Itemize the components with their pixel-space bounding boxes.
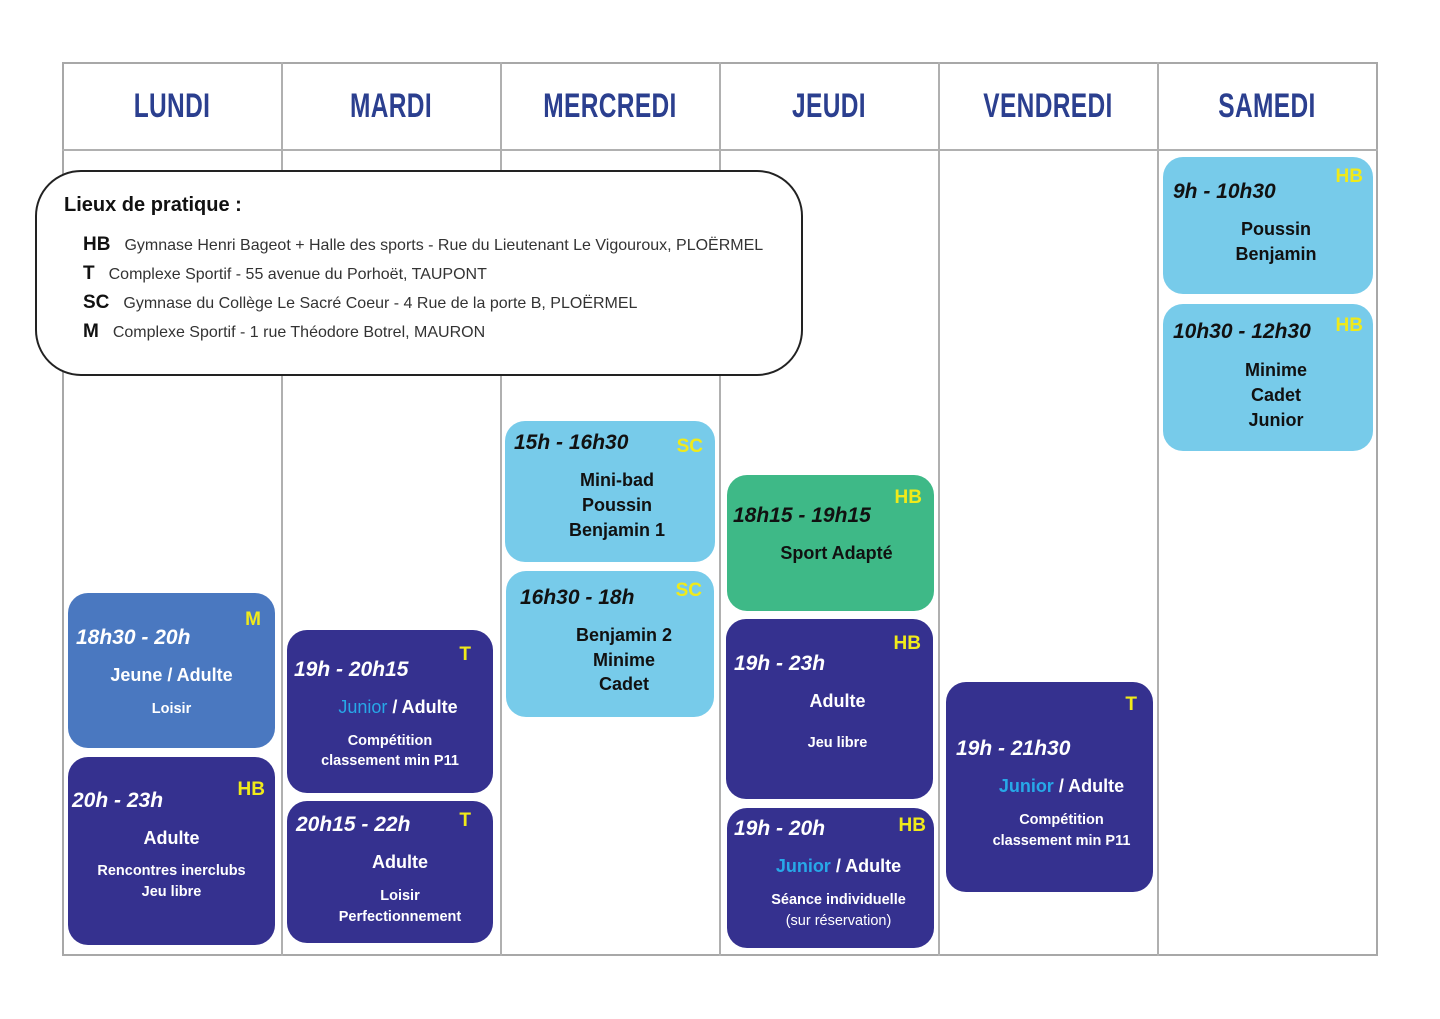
- legend-title: Lieux de pratique :: [64, 194, 242, 216]
- venue-code: T: [83, 263, 95, 284]
- session-group: Adulte: [809, 691, 866, 711]
- column-divider: [938, 62, 940, 956]
- venue-badge: HB: [1335, 166, 1363, 187]
- session-group: Poussin: [1240, 219, 1311, 239]
- column-divider: [719, 62, 721, 956]
- session-group: Jeune / Adulte: [110, 665, 233, 685]
- day-header-mercredi: MERCREDI: [543, 87, 677, 125]
- group-highlight: Junior: [998, 776, 1054, 796]
- day-header-samedi: SAMEDI: [1218, 87, 1316, 125]
- session-detail: Compétition: [347, 733, 433, 749]
- session-time: 16h30 - 18h: [520, 586, 635, 609]
- session-card[interactable]: HB 9h - 10h30 Poussin Benjamin: [1163, 157, 1373, 294]
- session-group: Poussin: [581, 495, 652, 515]
- venue-code: M: [83, 321, 99, 342]
- session-card[interactable]: T 19h - 21h30 Junior / Adulte Compétitio…: [946, 682, 1153, 892]
- group-rest: / Adulte: [1053, 776, 1125, 796]
- venue-badge: M: [245, 609, 261, 630]
- session-time: 19h - 20h15: [294, 658, 409, 681]
- session-time: 18h15 - 19h15: [733, 504, 871, 527]
- venue-badge: HB: [1335, 315, 1363, 336]
- venue-badge: T: [459, 644, 471, 665]
- session-detail: Jeu libre: [141, 884, 202, 900]
- session-detail: classement min P11: [992, 833, 1131, 849]
- session-card[interactable]: HB 10h30 - 12h30 Minime Cadet Junior: [1163, 304, 1373, 451]
- session-time: 15h - 16h30: [514, 431, 629, 454]
- venue-code: HB: [83, 234, 111, 255]
- venue-badge: SC: [676, 436, 703, 457]
- day-header-mardi: MARDI: [349, 87, 433, 125]
- venue-badge: T: [1125, 694, 1137, 715]
- column-divider: [500, 62, 502, 956]
- column-divider: [281, 62, 283, 956]
- legend-venue-t: T Complexe Sportif - 55 avenue du Porhoët…: [83, 263, 487, 285]
- session-time: 10h30 - 12h30: [1173, 320, 1311, 343]
- venue-badge: T: [459, 810, 471, 831]
- session-group: Adulte: [372, 852, 428, 872]
- session-group: Junior: [1248, 410, 1304, 430]
- legend-venue-hb: HB Gymnase Henri Bageot + Halle des sport…: [83, 234, 763, 256]
- venue-address: Gymnase du Collège Le Sacré Coeur - 4 Ru…: [123, 295, 638, 312]
- session-group: Cadet: [598, 674, 649, 694]
- session-detail: Jeu libre: [807, 735, 868, 751]
- day-header-vendredi: VENDREDI: [983, 87, 1113, 125]
- venues-legend: Lieux de pratique : HB Gymnase Henri Bage…: [35, 170, 803, 376]
- session-detail: Loisir: [151, 701, 192, 717]
- venue-badge: SC: [675, 580, 702, 601]
- venue-badge: HB: [237, 779, 265, 800]
- group-rest: / Adulte: [830, 856, 902, 876]
- session-detail: classement min P11: [321, 753, 459, 769]
- session-group: Junior / Adulte: [946, 776, 1153, 797]
- session-detail: (sur réservation): [785, 913, 892, 929]
- session-time: 19h - 23h: [734, 652, 826, 675]
- session-group: Minime: [592, 650, 655, 670]
- session-time: 19h - 21h30: [956, 737, 1071, 760]
- session-card[interactable]: M 18h30 - 20h Jeune / Adulte Loisir: [68, 593, 275, 748]
- session-time: 18h30 - 20h: [76, 626, 191, 649]
- column-divider: [1157, 62, 1159, 956]
- session-group: Minime: [1244, 360, 1307, 380]
- session-detail: Séance individuelle: [771, 892, 906, 908]
- session-card[interactable]: HB 20h - 23h Adulte Rencontres inerclubs…: [68, 757, 275, 945]
- session-time: 20h15 - 22h: [296, 813, 411, 836]
- session-group: Cadet: [1250, 385, 1301, 405]
- session-card[interactable]: HB 19h - 23h Adulte Jeu libre: [726, 619, 933, 799]
- legend-venue-sc: SC Gymnase du Collège Le Sacré Coeur - 4 …: [83, 292, 637, 314]
- session-group: Benjamin: [1235, 244, 1317, 264]
- group-highlight: Junior: [775, 856, 831, 876]
- group-highlight: Junior: [338, 697, 388, 717]
- session-time: 20h - 23h: [72, 789, 164, 812]
- session-time: 19h - 20h: [734, 817, 826, 840]
- session-time: 9h - 10h30: [1173, 180, 1276, 203]
- session-card[interactable]: HB 19h - 20h Junior / Adulte Séance indi…: [727, 808, 934, 948]
- day-header-jeudi: JEUDI: [792, 87, 866, 125]
- legend-venue-m: M Complexe Sportif - 1 rue Théodore Botre…: [83, 321, 485, 343]
- venue-badge: HB: [898, 815, 926, 836]
- venue-address: Gymnase Henri Bageot + Halle des sports …: [124, 237, 764, 254]
- venue-code: SC: [83, 292, 110, 313]
- venue-badge: HB: [894, 487, 922, 508]
- session-group: Junior / Adulte: [287, 697, 493, 718]
- day-header-lundi: LUNDI: [133, 87, 211, 125]
- session-group: Benjamin 1: [568, 520, 666, 540]
- session-card[interactable]: SC 16h30 - 18h Benjamin 2 Minime Cadet: [506, 571, 714, 717]
- group-rest: / Adulte: [387, 697, 458, 717]
- session-card[interactable]: HB 18h15 - 19h15 Sport Adapté: [727, 475, 934, 611]
- session-group: Mini-bad: [580, 470, 654, 490]
- venue-badge: HB: [893, 633, 921, 654]
- venue-address: Complexe Sportif - 55 avenue du Porhoët,…: [108, 266, 487, 283]
- session-detail: Loisir: [380, 888, 420, 904]
- session-group: Adulte: [143, 828, 200, 848]
- session-group: Junior / Adulte: [727, 856, 934, 877]
- session-detail: Rencontres inerclubs: [97, 863, 246, 879]
- session-card[interactable]: SC 15h - 16h30 Mini-bad Poussin Benjamin…: [505, 421, 715, 562]
- session-group: Sport Adapté: [780, 543, 893, 563]
- session-detail: Compétition: [1019, 812, 1104, 828]
- session-card[interactable]: T 19h - 20h15 Junior / Adulte Compétitio…: [287, 630, 493, 793]
- session-card[interactable]: T 20h15 - 22h Adulte Loisir Perfectionne…: [287, 801, 493, 943]
- session-group: Benjamin 2: [575, 625, 673, 645]
- venue-address: Complexe Sportif - 1 rue Théodore Botrel…: [112, 324, 486, 341]
- session-detail: Perfectionnement: [338, 909, 462, 925]
